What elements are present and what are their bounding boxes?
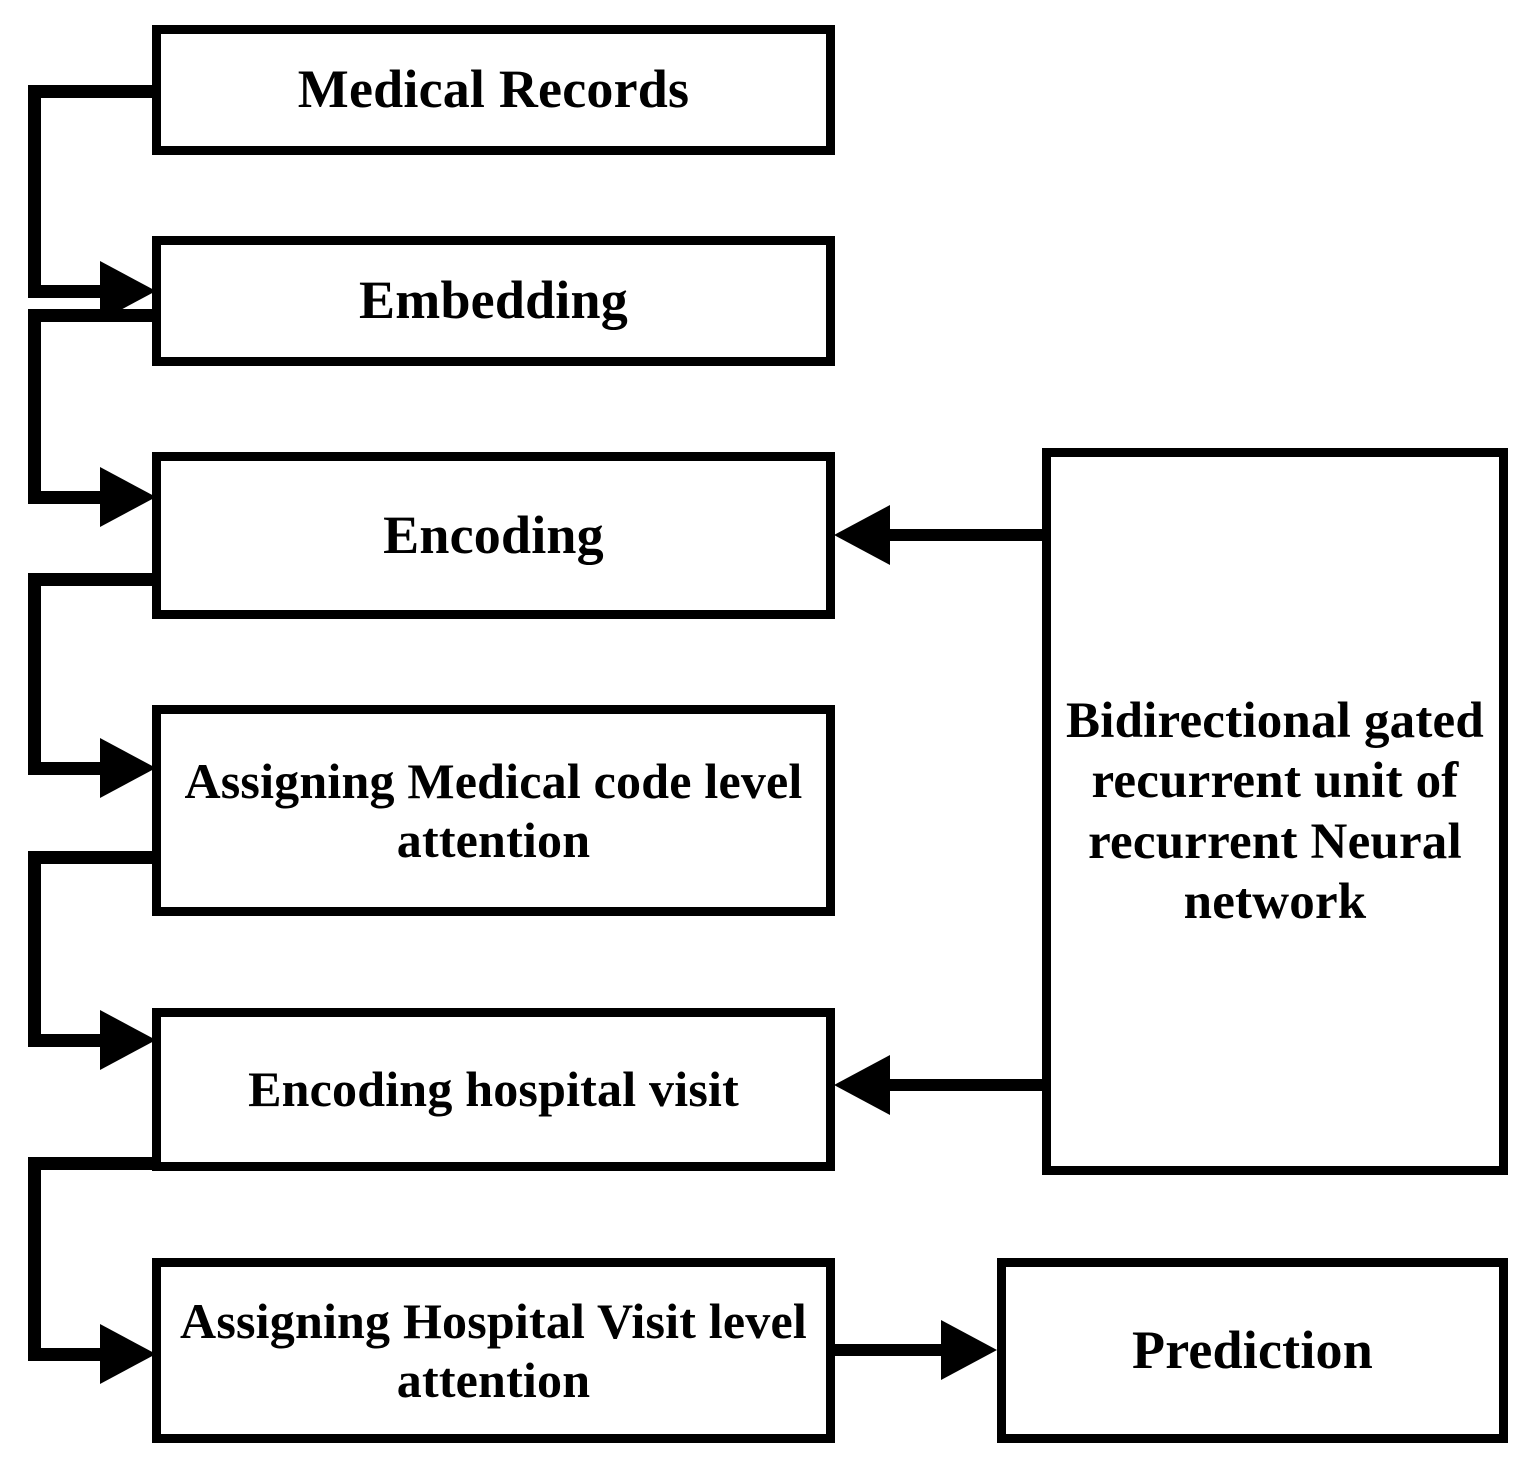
node-medical-records[interactable]: Medical Records — [152, 25, 835, 155]
node-medical-records-label: Medical Records — [297, 59, 690, 120]
edge-encoding-to-code-attention-h-in — [28, 762, 103, 775]
node-code-level-attention-label: Assigning Medical code level attention — [184, 752, 803, 868]
arrowhead-code-attention — [100, 738, 156, 798]
node-encoding-hospital-visit-label: Encoding hospital visit — [248, 1061, 739, 1117]
arrowhead-gru-to-encoding-visit — [834, 1055, 890, 1115]
arrowhead-encoding — [100, 467, 156, 527]
edge-medical-records-to-embedding-h-out — [28, 85, 162, 98]
edge-embedding-to-encoding-h-out — [28, 309, 162, 322]
node-prediction[interactable]: Prediction — [997, 1258, 1508, 1443]
arrowhead-gru-to-encoding — [834, 505, 890, 565]
node-embedding[interactable]: Embedding — [152, 236, 835, 366]
edge-visit-attention-to-prediction-line — [835, 1344, 945, 1356]
node-bidirectional-gru[interactable]: Bidirectional gated recurrent unit of re… — [1042, 448, 1508, 1175]
node-visit-level-attention-label: Assigning Hospital Visit level attention — [180, 1292, 807, 1408]
node-prediction-label: Prediction — [1132, 1319, 1373, 1380]
node-code-level-attention[interactable]: Assigning Medical code level attention — [152, 705, 835, 916]
edge-encoding-to-code-attention-v — [28, 573, 41, 775]
arrowhead-visit-attention — [100, 1324, 156, 1384]
node-embedding-label: Embedding — [359, 270, 628, 331]
edge-code-attention-to-encoding-visit-v — [28, 851, 41, 1047]
node-bidirectional-gru-label: Bidirectional gated recurrent unit of re… — [1066, 693, 1484, 930]
edge-medical-records-to-embedding-v — [28, 85, 41, 298]
edge-encoding-to-code-attention-h-out — [28, 573, 162, 586]
node-visit-level-attention[interactable]: Assigning Hospital Visit level attention — [152, 1258, 835, 1443]
edge-code-attention-to-encoding-visit-h-out — [28, 851, 162, 864]
node-encoding-label: Encoding — [383, 504, 604, 565]
edge-gru-to-encoding-line — [890, 529, 1045, 541]
edge-encoding-visit-to-visit-attention-h-in — [28, 1348, 103, 1361]
edge-embedding-to-encoding-h-in — [28, 491, 103, 504]
edge-medical-records-to-embedding-h-in — [28, 285, 103, 298]
arrowhead-prediction — [941, 1320, 997, 1380]
node-encoding[interactable]: Encoding — [152, 452, 835, 619]
arrowhead-encoding-visit — [100, 1010, 156, 1070]
edge-encoding-visit-to-visit-attention-h-out — [28, 1157, 162, 1170]
edge-gru-to-encoding-visit-line — [890, 1079, 1045, 1091]
edge-encoding-visit-to-visit-attention-v — [28, 1157, 41, 1361]
edge-code-attention-to-encoding-visit-h-in — [28, 1034, 103, 1047]
node-encoding-hospital-visit[interactable]: Encoding hospital visit — [152, 1008, 835, 1171]
edge-embedding-to-encoding-v — [28, 309, 41, 504]
